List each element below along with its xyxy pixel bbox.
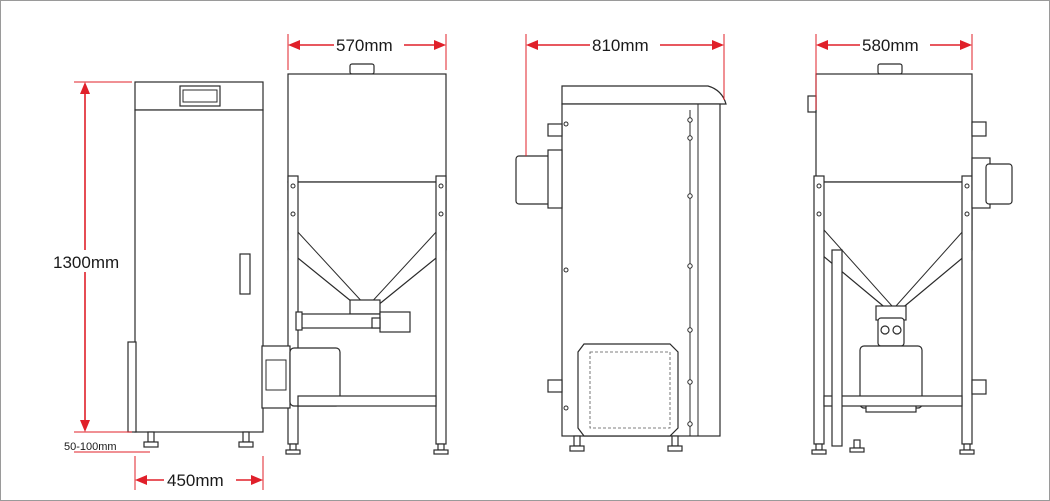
label-front-width: 450mm [167,471,224,490]
hopper-cross-bar [297,395,437,407]
boiler-top-handle [179,85,221,107]
hopper-top-box [287,73,447,183]
side-top-lid [561,85,727,105]
boiler-door-handle [239,253,251,295]
label-leg-adjust: 50-100mm [64,441,117,453]
rear-flue-pipe [985,163,1013,205]
front-view-boiler [127,81,264,448]
rear-hopper-box [815,73,973,183]
side-view [515,85,727,452]
auger-tube [299,313,381,329]
side-flue-pipe [515,155,553,205]
front-view-hopper [261,63,449,455]
boiler-side-panel [127,341,137,433]
label-side-depth: 810mm [592,36,649,55]
auger-inlet [349,299,381,315]
rear-view [807,63,1013,455]
label-hopper-width: 570mm [336,36,393,55]
side-inspection-door [577,343,679,437]
hopper-lid-handle [349,63,375,75]
auger-motor [379,311,411,333]
label-rear-width: 580mm [862,36,919,55]
label-height: 1300mm [53,253,119,272]
